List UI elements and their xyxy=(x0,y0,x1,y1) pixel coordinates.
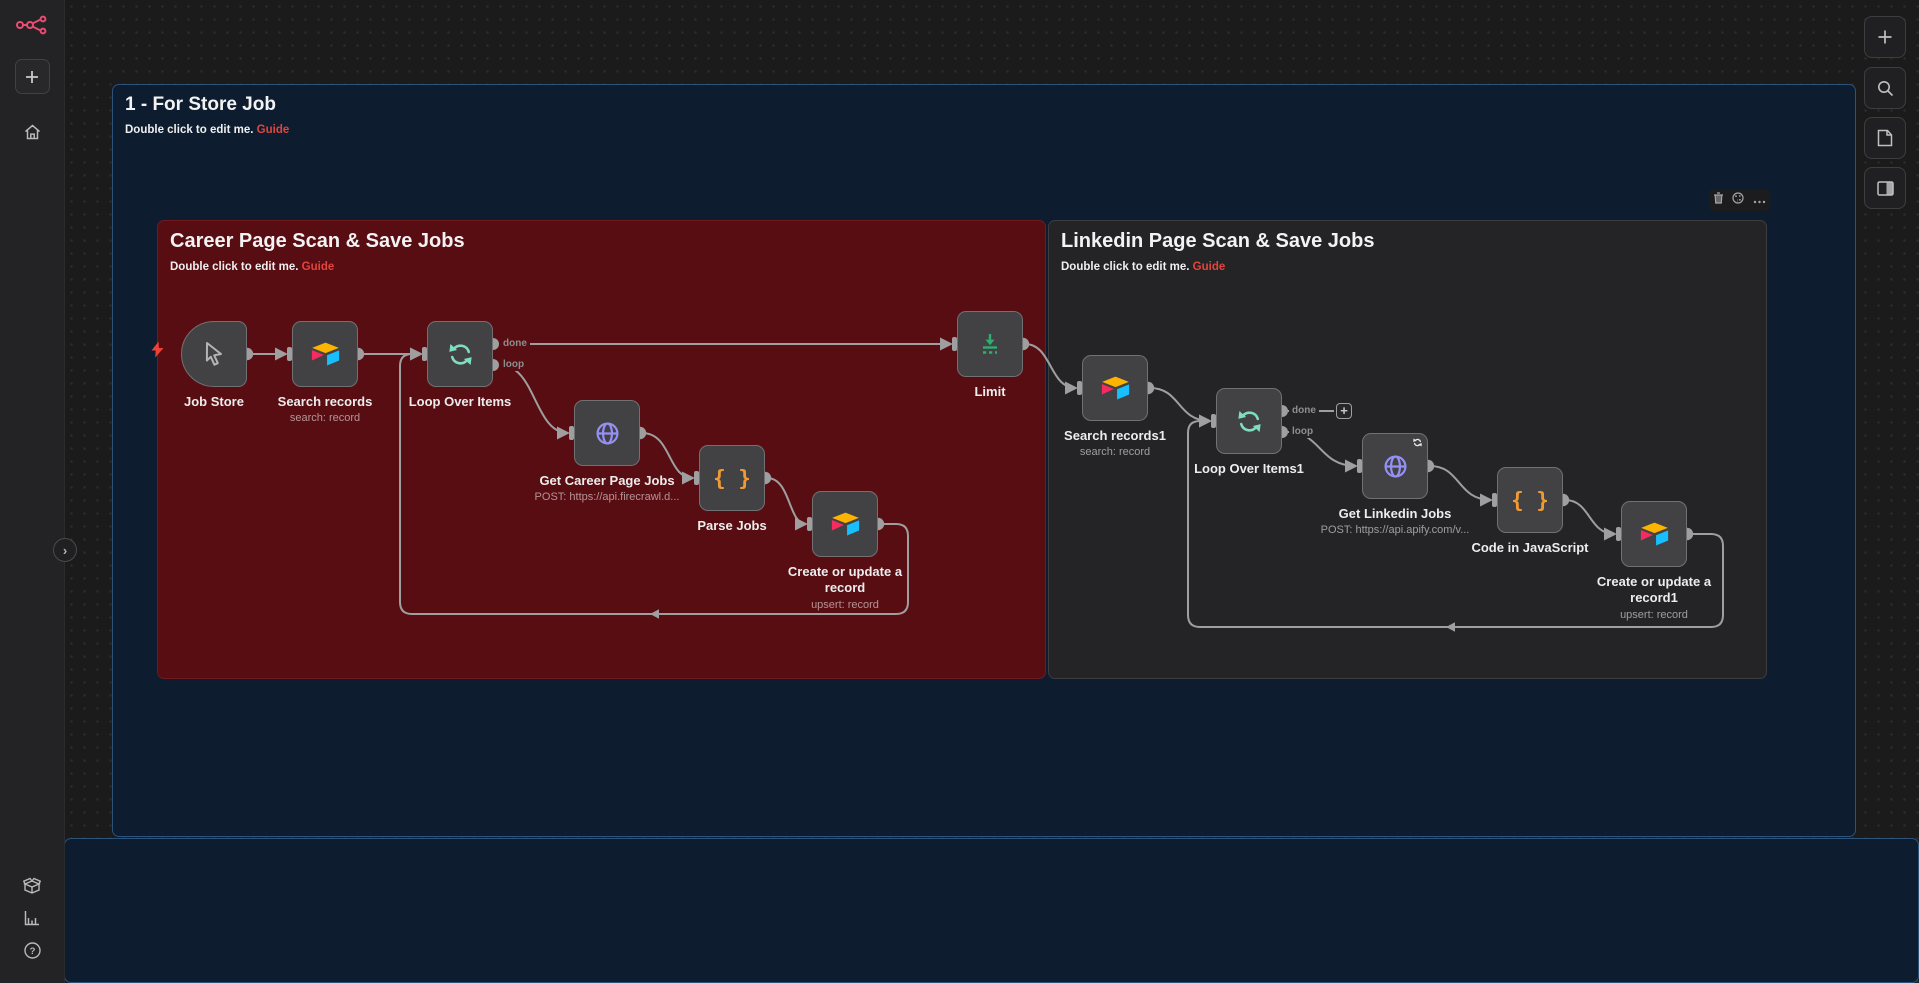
guide-link[interactable]: Guide xyxy=(1192,261,1226,273)
node-loop-over-items1[interactable] xyxy=(1216,388,1282,454)
limit-icon xyxy=(975,329,1005,359)
node-search-records1[interactable] xyxy=(1082,355,1148,421)
node-get-linkedin-jobs[interactable] xyxy=(1362,433,1428,499)
node-label-loop-over-items: Loop Over Items xyxy=(408,394,512,409)
sticky-body: Double click to edit me. xyxy=(170,261,299,273)
port-label-done: done xyxy=(500,338,530,350)
node-limit[interactable] xyxy=(957,311,1023,377)
airtable-icon xyxy=(830,511,861,538)
guide-link[interactable]: Guide xyxy=(301,261,335,273)
cursor-icon xyxy=(199,339,229,369)
node-label-loop-over-items1: Loop Over Items1 xyxy=(1194,461,1304,476)
node-loop-over-items[interactable] xyxy=(427,321,493,387)
add-workflow-button[interactable] xyxy=(14,59,50,94)
loop-icon xyxy=(1234,406,1265,437)
left-sidebar: ? xyxy=(0,0,65,983)
trigger-bolt-icon xyxy=(150,341,165,358)
node-get-career-page-jobs[interactable] xyxy=(574,400,640,466)
sticky-toolbar[interactable] xyxy=(1709,189,1770,211)
braces-icon: { } xyxy=(713,463,751,493)
node-search-records[interactable] xyxy=(292,321,358,387)
trash-icon[interactable] xyxy=(1713,191,1724,209)
airtable-icon xyxy=(1100,375,1131,402)
node-create-or-update-a-record[interactable] xyxy=(812,491,878,557)
sticky-title: Career Page Scan & Save Jobs xyxy=(170,230,465,252)
port-label-loop: loop xyxy=(1289,426,1317,438)
panel-toggle-button[interactable] xyxy=(1864,167,1906,209)
add-node-button[interactable] xyxy=(1864,16,1906,58)
sticky-body: Double click to edit me. xyxy=(1061,261,1190,273)
node-label-parse-jobs: Parse Jobs xyxy=(697,518,767,533)
airtable-icon xyxy=(1639,521,1670,548)
templates-box-icon[interactable] xyxy=(23,877,41,894)
sticky-body: Double click to edit me. xyxy=(125,124,254,136)
loop-icon xyxy=(445,339,476,370)
palette-icon[interactable] xyxy=(1732,191,1745,209)
sidebar-expand-chevron[interactable]: › xyxy=(53,538,77,562)
retry-icon xyxy=(1412,437,1423,448)
svg-text:{ }: { } xyxy=(1513,489,1547,513)
svg-text:{ }: { } xyxy=(715,467,749,491)
node-label-code-in-javascript: Code in JavaScript xyxy=(1471,540,1589,555)
insights-chart-icon[interactable] xyxy=(24,910,40,926)
globe-icon xyxy=(592,418,623,449)
sticky-note-button[interactable] xyxy=(1864,117,1906,159)
braces-icon: { } xyxy=(1511,485,1549,515)
node-label-job-store: Job Store xyxy=(184,394,244,409)
airtable-icon xyxy=(310,341,341,368)
search-button[interactable] xyxy=(1864,67,1906,109)
globe-icon xyxy=(1380,451,1411,482)
sticky-title: 1 - For Store Job xyxy=(125,94,276,115)
port-label-loop: loop xyxy=(500,359,528,371)
port-label-done: done xyxy=(1289,405,1319,417)
node-code-in-javascript[interactable]: { } xyxy=(1497,467,1563,533)
guide-link[interactable]: Guide xyxy=(256,124,290,136)
help-icon[interactable]: ? xyxy=(23,942,41,959)
sticky-note-overflow[interactable] xyxy=(64,838,1919,983)
svg-text:?: ? xyxy=(29,946,35,957)
node-label-limit: Limit xyxy=(974,384,1006,399)
more-icon[interactable] xyxy=(1753,191,1766,209)
sticky-title: Linkedin Page Scan & Save Jobs xyxy=(1061,230,1375,252)
node-parse-jobs[interactable]: { } xyxy=(699,445,765,511)
node-create-or-update-a-record1[interactable] xyxy=(1621,501,1687,567)
node-job-store[interactable] xyxy=(181,321,247,387)
home-icon[interactable] xyxy=(24,124,41,140)
n8n-logo[interactable] xyxy=(15,14,49,41)
add-connected-node-button[interactable]: + xyxy=(1336,403,1352,419)
